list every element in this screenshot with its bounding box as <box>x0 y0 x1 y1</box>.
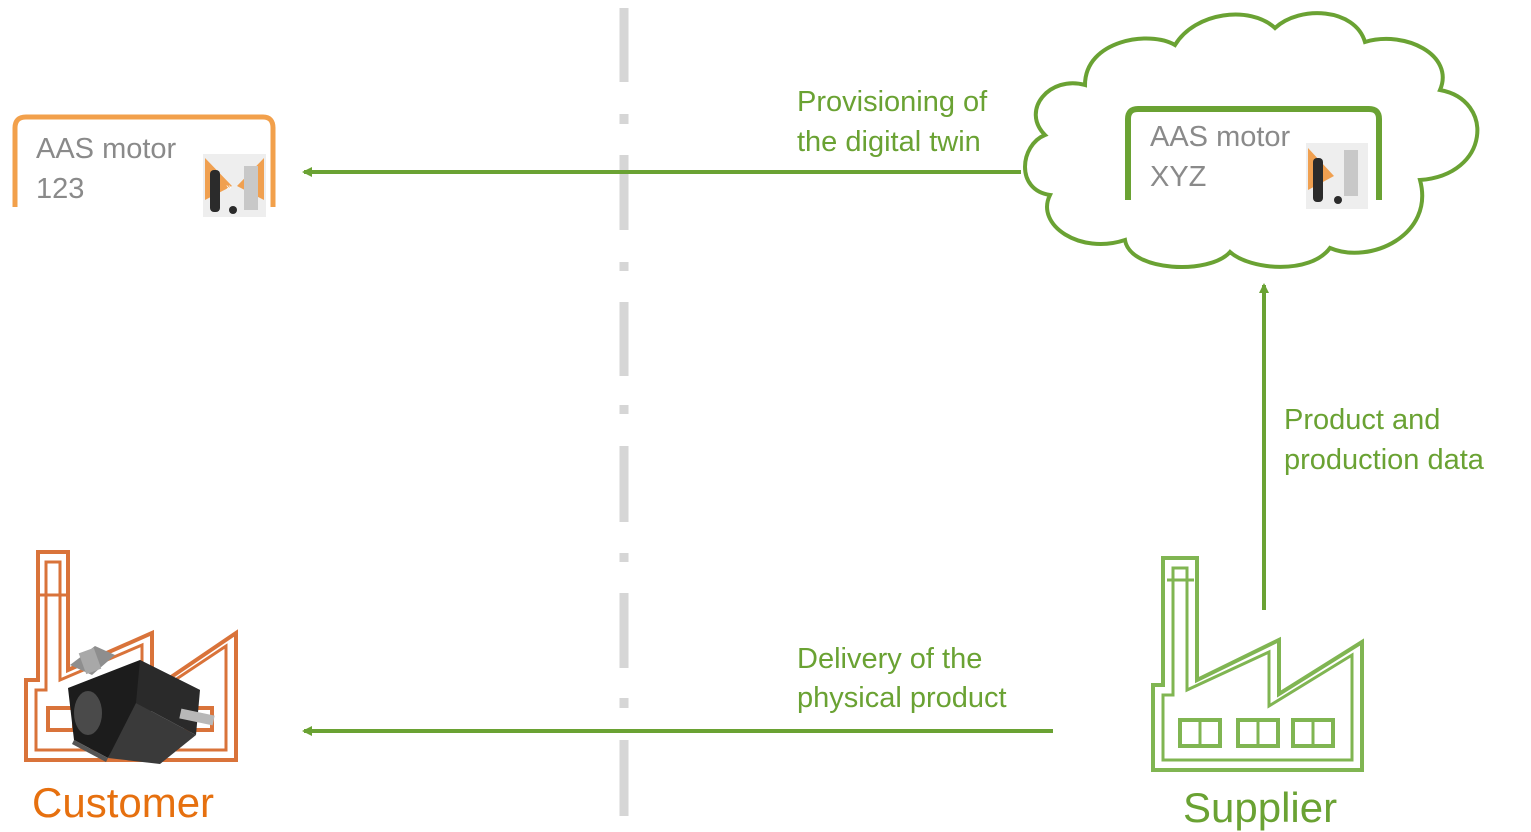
provisioning-label-line2: the digital twin <box>797 126 981 158</box>
svg-text:»: » <box>226 182 232 193</box>
customer-label: Customer <box>32 779 215 826</box>
customer-aas-id: 123 <box>36 173 85 205</box>
aas-thumbnail-icon: » <box>203 154 266 217</box>
delivery-label-line2: physical product <box>797 682 1007 714</box>
provisioning-label-line1: Provisioning of <box>797 86 988 118</box>
delivery-label-line1: Delivery of the <box>797 643 983 675</box>
motor-icon <box>68 646 215 764</box>
supplier-label: Supplier <box>1183 784 1338 831</box>
customer-aas-title: AAS motor <box>36 133 177 165</box>
supplier-factory-icon <box>1151 556 1364 772</box>
aas-thumbnail-icon <box>1306 143 1368 209</box>
supplier-aas-title: AAS motor <box>1150 121 1291 153</box>
data-label-line1: Product and <box>1284 404 1441 436</box>
data-label-line2: production data <box>1284 444 1484 476</box>
supplier-aas-id: XYZ <box>1150 161 1207 193</box>
supplier-aas-frame <box>1125 106 1382 200</box>
customer-aas-frame <box>12 114 276 207</box>
